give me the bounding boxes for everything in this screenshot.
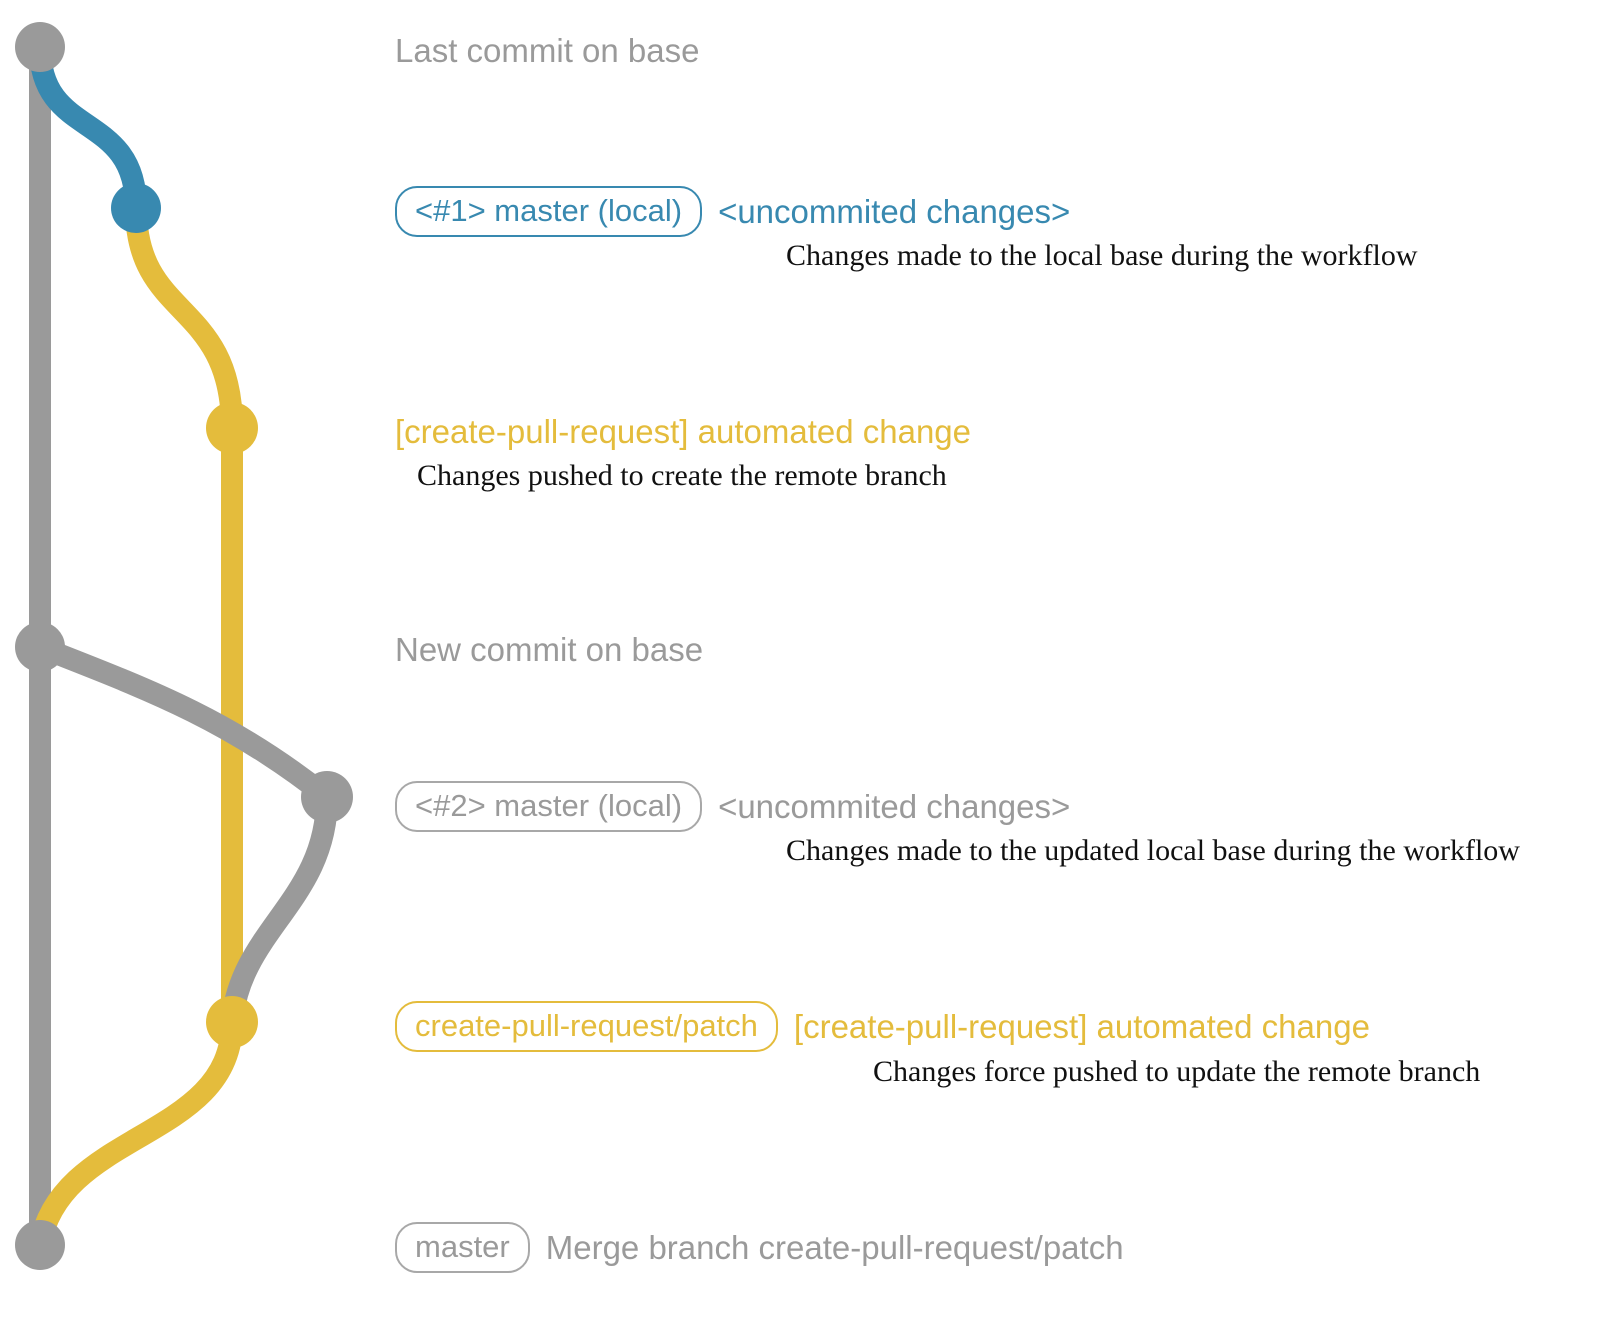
row-automated-change-1: [create-pull-request] automated change	[395, 413, 972, 450]
edge-base2-to-local2	[29, 636, 338, 808]
commit-node-master-merge[interactable]	[15, 1220, 65, 1270]
description-master-local-2: Changes made to the updated local base d…	[786, 834, 1520, 867]
badge-master-local-1[interactable]: <#1> master (local)	[395, 186, 703, 237]
badge-master-local-2[interactable]: <#2> master (local)	[395, 781, 703, 832]
commit-node-automated-change-1[interactable]	[206, 402, 258, 454]
commit-node-last-commit-on-base[interactable]	[15, 22, 65, 72]
description-automated-change-1: Changes pushed to create the remote bran…	[417, 459, 947, 492]
edge-remote2-to-merge	[29, 1011, 243, 1256]
row-master-local-1: <#1> master (local) <uncommited changes>	[395, 186, 1070, 237]
badge-create-pull-request-patch[interactable]: create-pull-request/patch	[395, 1001, 778, 1052]
row-master-merge: master Merge branch create-pull-request/…	[395, 1222, 1124, 1273]
edge-local1-to-remote1	[125, 197, 243, 439]
edge-local2-to-remote2	[221, 786, 338, 1033]
commit-title-master-merge: Merge branch create-pull-request/patch	[545, 1229, 1124, 1266]
description-create-pull-request-patch: Changes force pushed to update the remot…	[873, 1055, 1481, 1088]
commit-title-master-local-2: <uncommited changes>	[718, 788, 1071, 825]
badge-master[interactable]: master	[395, 1222, 530, 1273]
commit-node-master-local-2[interactable]	[301, 771, 353, 823]
row-create-pull-request-patch: create-pull-request/patch [create-pull-r…	[395, 1001, 1370, 1052]
description-master-local-1: Changes made to the local base during th…	[786, 239, 1418, 272]
commit-node-master-local-1[interactable]	[111, 183, 161, 233]
commit-title-create-pull-request-patch: [create-pull-request] automated change	[793, 1008, 1370, 1045]
edge-base-to-local1	[29, 36, 147, 219]
commit-node-new-commit-on-base[interactable]	[15, 622, 65, 672]
row-master-local-2: <#2> master (local) <uncommited changes>	[395, 781, 1070, 832]
row-new-commit-on-base: New commit on base	[395, 631, 704, 668]
commit-node-create-pull-request-patch[interactable]	[206, 996, 258, 1048]
row-last-commit-on-base: Last commit on base	[395, 32, 700, 69]
commit-title-master-local-1: <uncommited changes>	[718, 193, 1071, 230]
